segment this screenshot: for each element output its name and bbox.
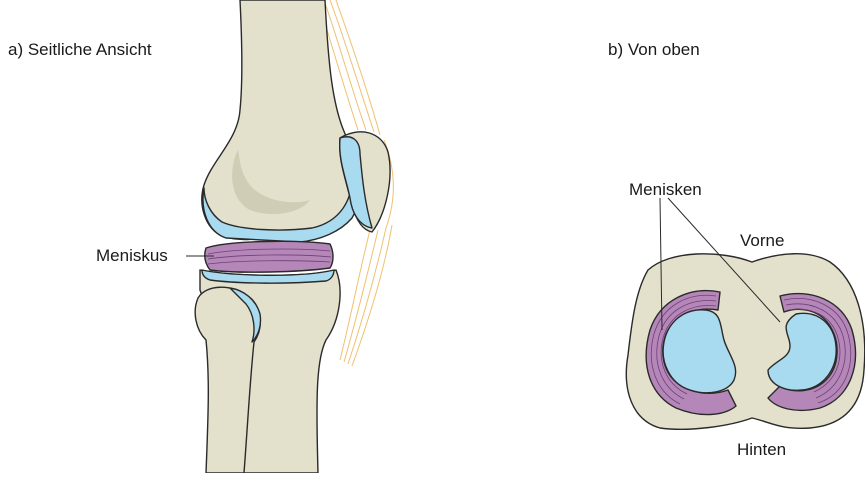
vorne-label: Vorne [740,231,784,251]
meniskus-label: Meniskus [96,246,168,266]
panel-b-title: b) Von oben [608,40,700,60]
hinten-label: Hinten [737,440,786,460]
menisken-label: Menisken [629,180,702,200]
panel-a-title: a) Seitliche Ansicht [8,40,152,60]
side-view [186,0,393,473]
